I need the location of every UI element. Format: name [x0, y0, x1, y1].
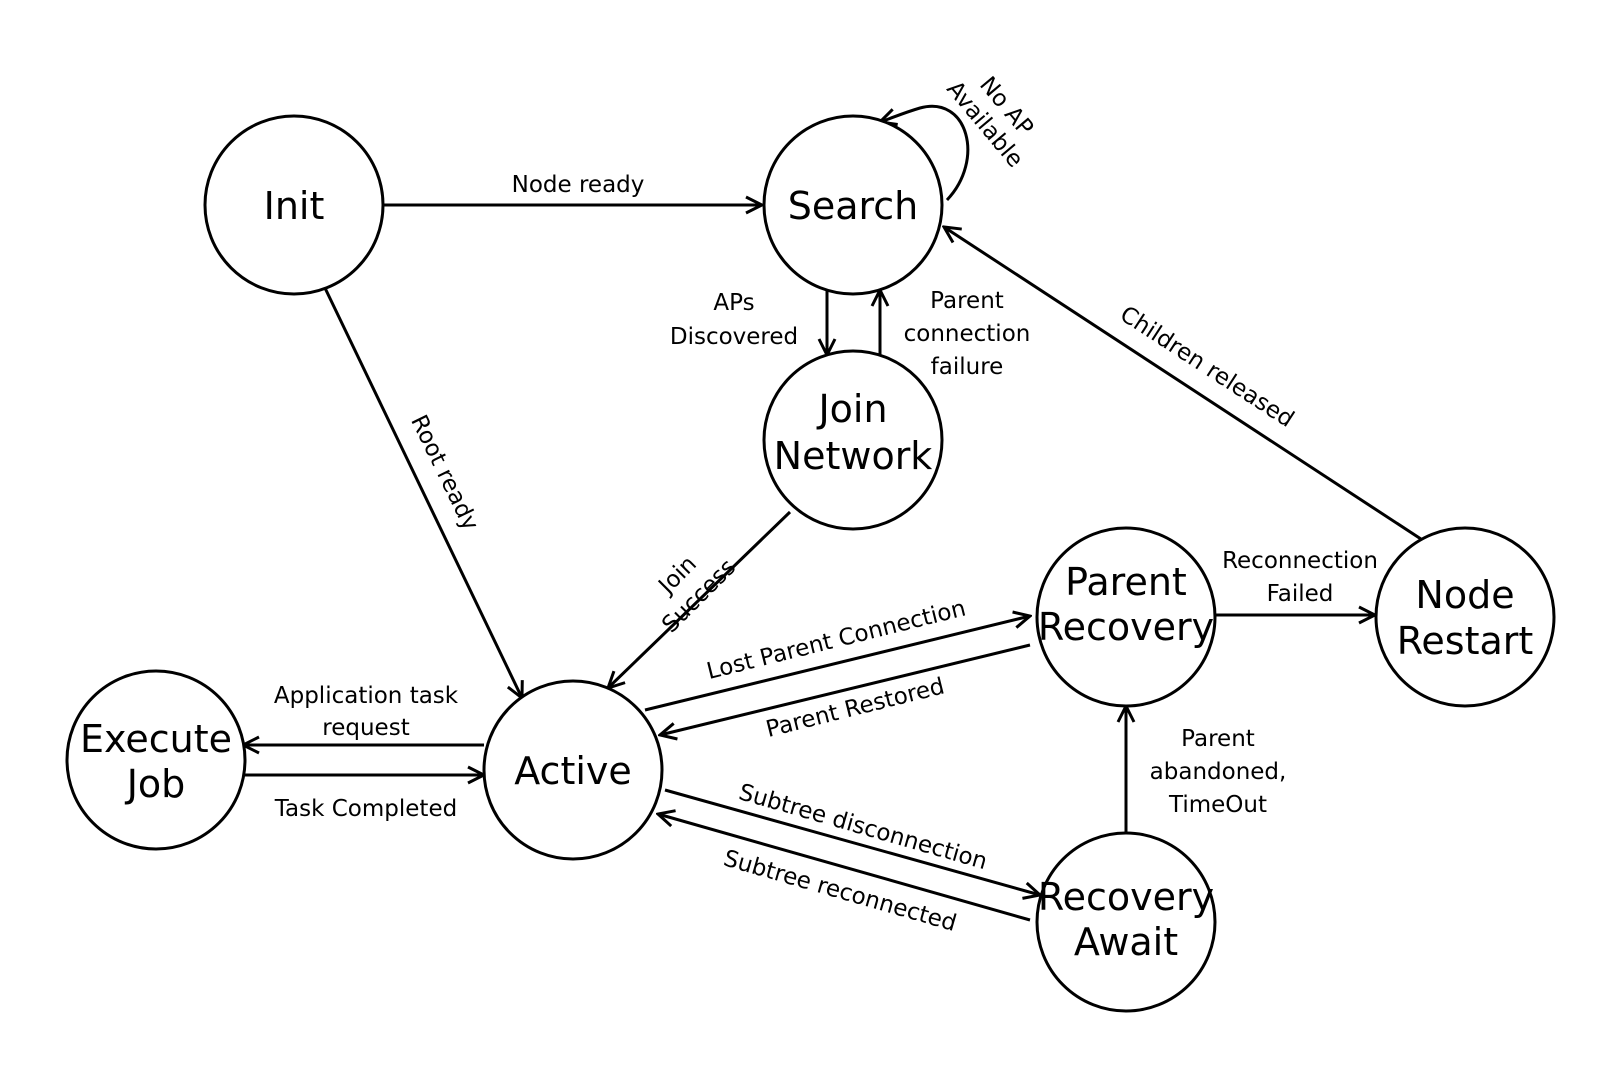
label-parent-abandoned-line2: abandoned,	[1150, 759, 1287, 785]
state-execute-job-label-line1: Execute	[80, 717, 232, 761]
label-application-task-request-line2: request	[322, 715, 409, 741]
label-node-ready: Node ready	[512, 172, 645, 198]
label-subtree-reconnected: Subtree reconnected	[721, 846, 960, 937]
state-parent-recovery-label-line1: Parent	[1065, 560, 1187, 604]
label-children-released: Children released	[1115, 301, 1298, 433]
state-init-label: Init	[264, 184, 325, 228]
edge-active-to-recovery-await	[664, 788, 1040, 895]
label-task-completed: Task Completed	[274, 796, 457, 822]
state-join-network-label-line2: Network	[774, 434, 933, 478]
state-parent-recovery: Parent Recovery	[1035, 526, 1217, 708]
edge-parent-recovery-to-active	[660, 643, 1031, 735]
state-join-network-label-line1: Join	[816, 387, 887, 431]
label-parent-connection-failure-line3: failure	[931, 354, 1004, 380]
label-aps-discovered-line1: APs	[713, 290, 754, 316]
label-aps-discovered-line2: Discovered	[670, 324, 798, 350]
edge-active-to-parent-recovery	[644, 616, 1030, 712]
label-reconnection-failed-line1: Reconnection	[1222, 548, 1378, 574]
state-execute-job-label-line2: Job	[125, 762, 186, 806]
label-join-success: Join Success	[653, 551, 742, 638]
state-node-restart-label-line1: Node	[1415, 573, 1514, 617]
state-recovery-await-label-line2: Await	[1074, 920, 1178, 964]
state-recovery-await-label-line1: Recovery	[1038, 875, 1214, 919]
label-reconnection-failed-line2: Failed	[1267, 581, 1334, 607]
label-parent-abandoned-line3: TimeOut	[1168, 792, 1267, 818]
state-active-label: Active	[514, 749, 632, 793]
state-search: Search	[762, 114, 944, 296]
edge-join-to-active	[608, 510, 792, 688]
state-node-restart-label-line2: Restart	[1397, 619, 1534, 663]
label-application-task-request-line1: Application task	[274, 683, 459, 709]
label-parent-restored: Parent Restored	[763, 673, 947, 742]
label-no-ap-available: No AP Available	[941, 72, 1038, 173]
state-active: Active	[482, 679, 664, 861]
state-parent-recovery-label-line2: Recovery	[1038, 605, 1214, 649]
state-recovery-await: Recovery Await	[1035, 831, 1217, 1013]
label-parent-connection-failure-line2: connection	[904, 321, 1031, 347]
edge-restart-to-search	[944, 227, 1425, 543]
label-parent-connection-failure-line1: Parent	[930, 288, 1004, 314]
state-node-restart: Node Restart	[1374, 526, 1556, 708]
state-join-network: Join Network	[762, 349, 944, 531]
edge-search-self-loop	[880, 104, 970, 202]
edge-recovery-await-to-active	[658, 814, 1031, 922]
state-init: Init	[203, 114, 385, 296]
state-execute-job: Execute Job	[65, 669, 247, 851]
state-search-label: Search	[788, 184, 919, 228]
edge-init-to-active	[323, 287, 522, 698]
label-root-ready: Root ready	[405, 411, 483, 535]
label-parent-abandoned-line1: Parent	[1181, 726, 1255, 752]
